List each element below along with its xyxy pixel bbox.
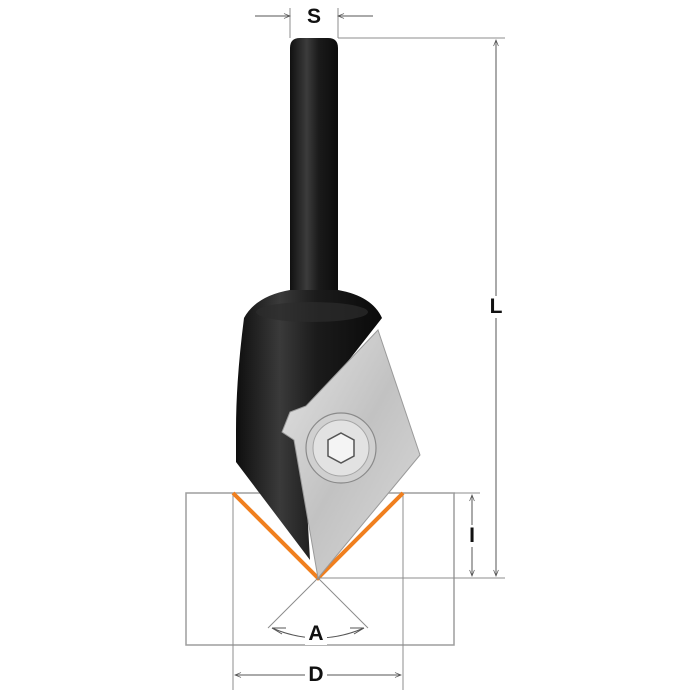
label-d: D (305, 664, 327, 686)
torx-socket-icon (327, 432, 355, 464)
label-s: S (303, 6, 325, 28)
label-i: I (461, 525, 483, 547)
a-extension-left (267, 577, 319, 629)
body-top-highlight (256, 302, 368, 322)
a-arrow-right (350, 627, 365, 635)
a-extension-right (317, 577, 369, 629)
a-arrow-left (271, 627, 286, 635)
label-a: A (305, 623, 327, 645)
shank (290, 38, 338, 300)
cutter-body (236, 290, 382, 560)
label-l: L (485, 296, 507, 318)
